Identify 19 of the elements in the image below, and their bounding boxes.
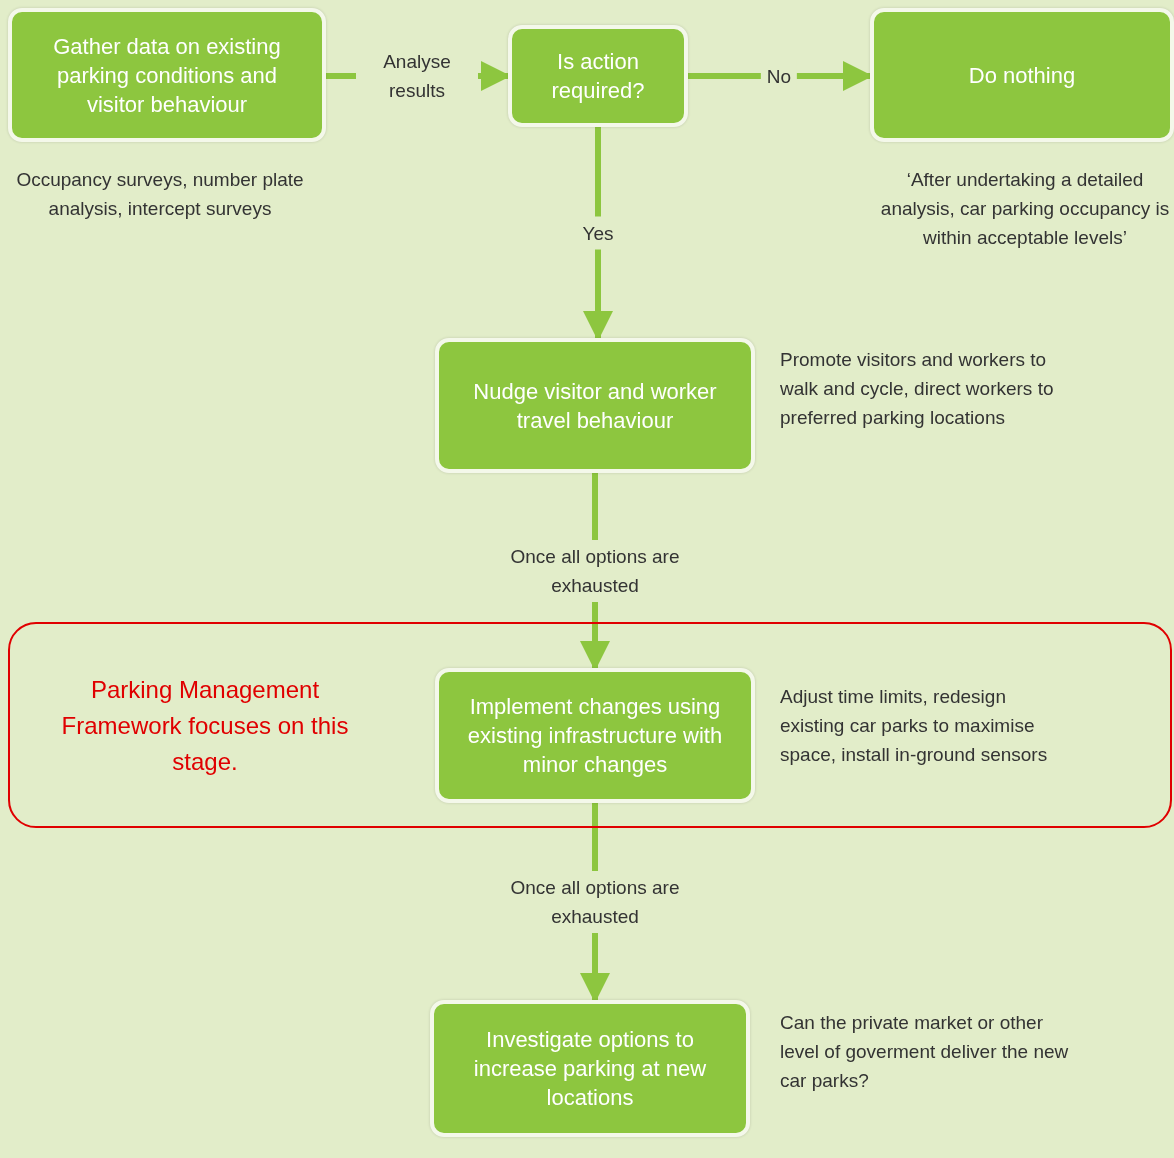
box-label: Gather data on existing parking conditions and visitor behaviour bbox=[52, 32, 282, 119]
highlight-frame bbox=[8, 622, 1172, 828]
annotation-text: ‘After undertaking a detailed analysis, car parking occupancy is within acceptable levels’ bbox=[880, 168, 1170, 250]
annotation-text: Adjust time limits, redesign existing car parks to maximise space, install in-ground sensors bbox=[780, 685, 1049, 767]
annotation-text: Promote visitors and workers to walk and cycle, direct workers to preferred parking locations bbox=[780, 348, 1055, 430]
box-label: Is action required? bbox=[550, 48, 646, 105]
box-label: Do nothing bbox=[968, 61, 1076, 90]
process-box bbox=[435, 668, 755, 803]
box-label: Implement changes using existing infrastructure with minor changes bbox=[466, 693, 724, 779]
process-box bbox=[8, 8, 326, 142]
process-box bbox=[430, 1000, 750, 1137]
annotation-text: Can the private market or other level of goverment deliver the new car parks? bbox=[780, 1011, 1070, 1093]
box-label: Nudge visitor and worker travel behaviour bbox=[472, 377, 718, 435]
box-label: Investigate options to increase parking at new locations bbox=[472, 1026, 708, 1112]
decision-box bbox=[508, 25, 688, 127]
annotation-text: Occupancy surveys, number plate analysis, intercept surveys bbox=[15, 168, 305, 221]
process-box bbox=[870, 8, 1174, 142]
process-box bbox=[435, 338, 755, 473]
note-text: Parking Management Framework focuses on this stage. bbox=[60, 675, 350, 777]
